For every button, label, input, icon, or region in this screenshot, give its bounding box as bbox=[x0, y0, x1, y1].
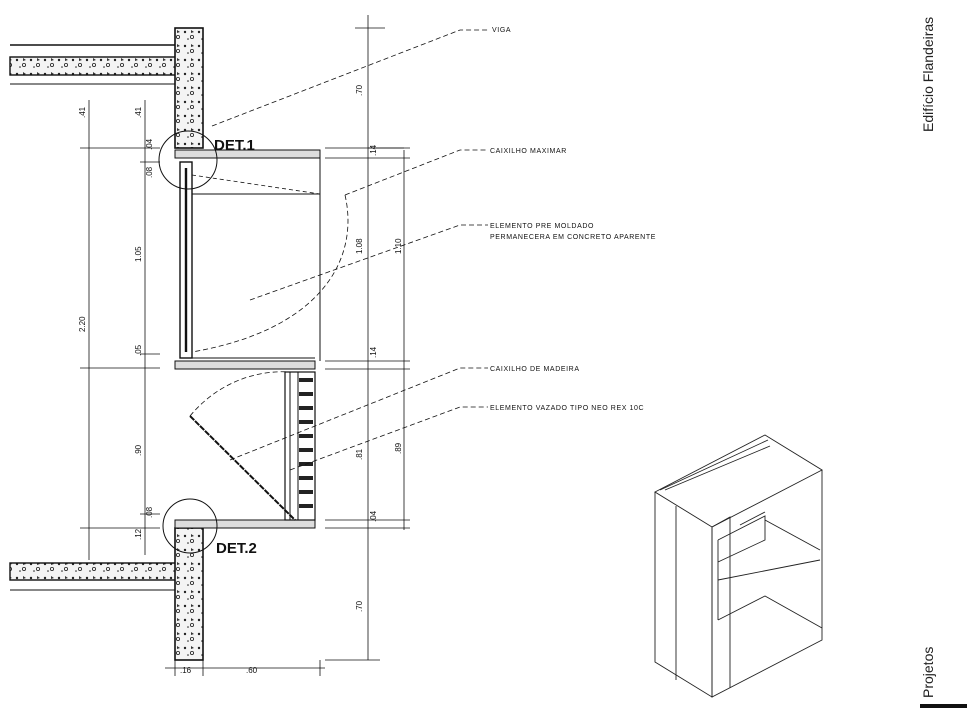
dim-41-b: .41 bbox=[134, 106, 143, 118]
dim-220: 2.20 bbox=[78, 316, 87, 332]
upper-slab bbox=[10, 45, 178, 84]
dim-70-bot: .70 bbox=[355, 600, 364, 612]
maximar-window bbox=[180, 158, 348, 361]
callout-viga: VIGA bbox=[492, 27, 511, 34]
dim-81: .81 bbox=[355, 448, 364, 460]
section-label: Projetos bbox=[920, 647, 936, 698]
callout-caixilho-madeira: CAIXILHO DE MADEIRA bbox=[490, 366, 580, 373]
beam-bottom bbox=[175, 528, 203, 660]
dim-105: 1.05 bbox=[134, 246, 143, 262]
callout-caixilho-maximar: CAIXILHO MAXIMAR bbox=[490, 148, 567, 155]
precast-element-swing bbox=[190, 372, 290, 416]
detail-label-1: DET.1 bbox=[214, 137, 255, 154]
callout-elemento-line2: PERMANECERA EM CONCRETO APARENTE bbox=[490, 234, 656, 241]
dim-90: .90 bbox=[134, 444, 143, 456]
sill-plate bbox=[175, 520, 315, 528]
dim-89: .89 bbox=[394, 442, 403, 454]
lower-slab bbox=[10, 563, 178, 590]
leader-lines bbox=[212, 30, 490, 470]
section-bar bbox=[920, 704, 967, 708]
callout-elemento-vazado: ELEMENTO VAZADO TIPO NEO REX 10C bbox=[490, 405, 644, 412]
beam-top bbox=[175, 28, 203, 148]
dim-14-b: .14 bbox=[369, 346, 378, 358]
dimension-lines-right bbox=[325, 15, 410, 660]
dim-16: .16 bbox=[180, 666, 192, 675]
building-title: Edifício Flandeiras bbox=[920, 17, 936, 132]
mid-plate bbox=[175, 361, 315, 369]
dim-60: .60 bbox=[246, 666, 258, 675]
dim-14-a: .14 bbox=[369, 144, 378, 156]
dim-08-b: .08 bbox=[145, 506, 154, 518]
dim-70-top: .70 bbox=[355, 84, 364, 96]
dim-41-a: .41 bbox=[78, 106, 87, 118]
isometric-cabinet-sketch bbox=[655, 435, 822, 697]
dim-108: 1.08 bbox=[355, 238, 364, 254]
vazado-element bbox=[285, 372, 315, 520]
dim-12: .12 bbox=[134, 528, 143, 540]
dim-04-b: .04 bbox=[369, 510, 378, 522]
dim-110: 1.10 bbox=[394, 238, 403, 254]
dim-08: .08 bbox=[145, 166, 154, 178]
detail-label-2: DET.2 bbox=[216, 540, 257, 557]
dim-05: .05 bbox=[134, 344, 143, 356]
callout-elemento-line1: ELEMENTO PRE MOLDADO bbox=[490, 223, 594, 230]
dim-04-top: .04 bbox=[145, 138, 154, 150]
